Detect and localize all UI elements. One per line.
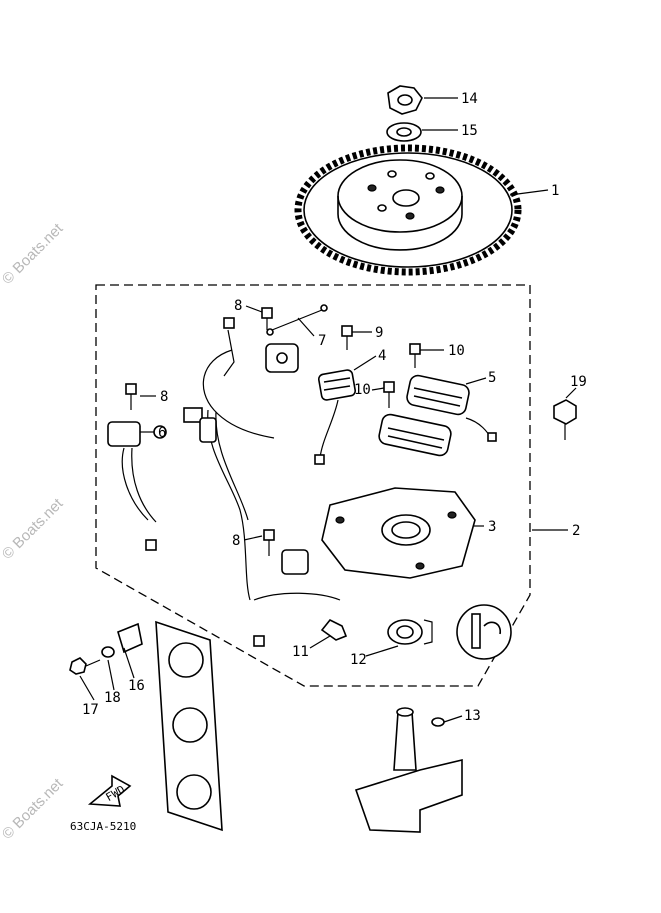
ignition-coil	[265, 343, 309, 575]
oil-seal	[387, 604, 512, 660]
callout-11: 11	[292, 644, 309, 660]
callout-15: 15	[461, 123, 478, 139]
callout-16: 16	[128, 678, 145, 694]
flywheel	[294, 144, 522, 276]
pulser-coil	[314, 369, 357, 465]
charge-coil	[378, 374, 497, 457]
cylinder-block	[117, 620, 223, 832]
callout-4: 4	[378, 348, 386, 364]
callout-18: 18	[104, 690, 121, 706]
callout-19: 19	[570, 374, 587, 390]
callout-leaders	[79, 97, 577, 723]
lighting-coil	[107, 421, 167, 523]
callout-5: 5	[488, 370, 496, 386]
wiring-harness	[183, 304, 341, 601]
watermark-mid: © Boats.net	[0, 495, 67, 563]
callout-6: 6	[158, 425, 166, 441]
watermarks: © Boats.net © Boats.net © Boats.net	[0, 220, 67, 843]
callout-3: 3	[488, 519, 496, 535]
diagram-code: 63CJA-5210	[70, 820, 136, 833]
callout-14: 14	[461, 91, 478, 107]
callout-10a: 10	[448, 343, 465, 359]
callout-9: 9	[375, 325, 383, 341]
washer	[386, 122, 422, 142]
callout-10b: 10	[354, 382, 371, 398]
callout-1: 1	[551, 183, 559, 199]
callout-13: 13	[464, 708, 481, 724]
callout-8c: 8	[232, 533, 240, 549]
watermark-bottom: © Boats.net	[0, 775, 67, 843]
stator-assembly-boundary	[95, 284, 531, 687]
watermark-top: © Boats.net	[0, 220, 67, 288]
fwd-arrow: FWD	[87, 774, 132, 807]
callout-numbers: 1 2 3 4 5 6 7 8 8 8 9 10 10 11 12 13 14 …	[82, 91, 587, 724]
flywheel-nut	[387, 85, 423, 115]
callout-7: 7	[318, 333, 326, 349]
callout-8b: 8	[160, 389, 168, 405]
crankshaft	[354, 707, 463, 833]
callout-2: 2	[572, 523, 580, 539]
base-plate	[321, 487, 476, 579]
bolt-washer-17-18	[69, 646, 115, 675]
callout-17: 17	[82, 702, 99, 718]
callout-8a: 8	[234, 298, 242, 314]
wire-clamp	[320, 618, 348, 641]
callout-12: 12	[350, 652, 367, 668]
bolts	[125, 307, 577, 647]
